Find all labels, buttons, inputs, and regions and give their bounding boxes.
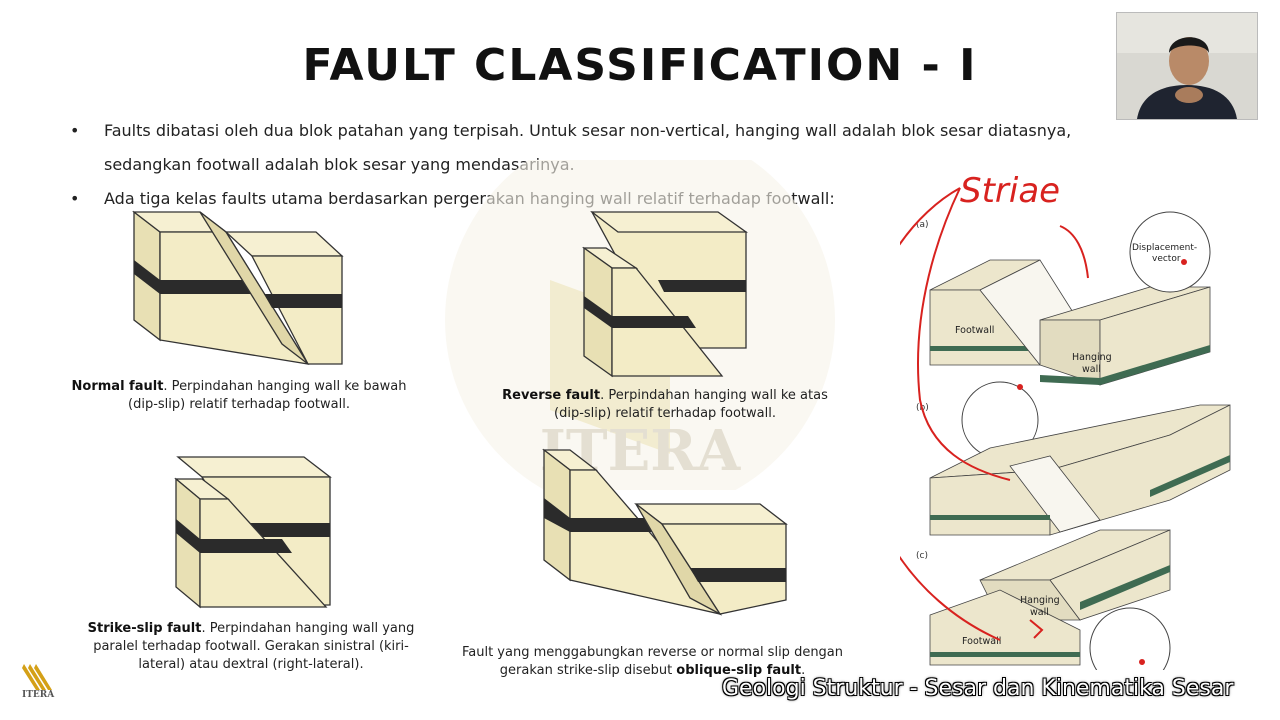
displacement-vector-figure: (a) Footwall Hanging wall Displacement- … [900,171,1231,670]
strike-slip-fault-diagram [174,456,332,609]
stereonet-a [1129,211,1211,293]
oblique-slip-term: oblique-slip fault [676,663,802,678]
video-subtitle: Geologi Struktur - Sesar dan Kinematika … [722,676,1234,701]
stereonet-c [1089,607,1171,670]
reverse-fault-caption: Reverse fault. Perpindahan hanging wall … [500,387,830,423]
reverse-fault-desc: . Perpindahan hanging wall ke atas (dip-… [554,388,828,421]
normal-fault-term: Normal fault [71,379,164,394]
strike-slip-desc: . Perpindahan hanging wall yang paralel … [93,621,415,672]
strike-slip-term: Strike-slip fault [87,621,202,636]
presenter-webcam [1116,12,1258,120]
slide-title: FAULT CLASSIFICATION - I [302,40,978,91]
footwall-label-a: Footwall [955,325,994,336]
normal-fault-caption: Normal fault. Perpindahan hanging wall k… [70,378,408,414]
footwall-label-c: Footwall [962,636,1001,647]
hanging-wall-label-a-2: wall [1082,364,1101,375]
oblique-slip-caption: Fault yang menggabungkan reverse or norm… [455,644,850,680]
annotation-stroke [1059,225,1089,279]
presenter-icon [1117,13,1257,119]
hanging-wall-label-c-1: Hanging [1020,595,1060,606]
normal-fault-desc: . Perpindahan hanging wall ke bawah (dip… [128,379,407,412]
handwritten-striae: Striae [960,171,1060,211]
panel-label-c: (c) [916,551,928,561]
bullet-item: • Faults dibatasi oleh dua blok patahan … [70,114,1130,182]
oblique-slip-suffix: . [801,663,806,678]
bullet-marker: • [70,189,80,208]
annotation-stroke [917,187,1011,481]
bullet-marker: • [70,121,80,140]
displacement-label-1: Displacement- [1132,243,1197,253]
bullet-text: Faults dibatasi oleh dua blok patahan ya… [104,121,1072,174]
strike-slip-caption: Strike-slip fault. Perpindahan hanging w… [86,620,416,674]
normal-fault-diagram [132,210,344,365]
itera-logo-icon [22,664,52,690]
annotation-stroke [900,187,1001,641]
panel-label-a: (a) [916,220,929,230]
itera-logo-text: ITERA [22,690,55,700]
reverse-fault-term: Reverse fault [502,388,601,403]
oblique-slip-fault-diagram [542,448,788,616]
reverse-fault-diagram [581,211,749,378]
hanging-wall-label-a-1: Hanging [1072,352,1112,363]
oblique-slip-prefix: Fault yang menggabungkan reverse or norm… [461,645,844,678]
displacement-label-2: vector [1152,254,1181,264]
hanging-wall-label-c-2: wall [1030,607,1049,618]
annotation-stroke [1029,619,1044,639]
